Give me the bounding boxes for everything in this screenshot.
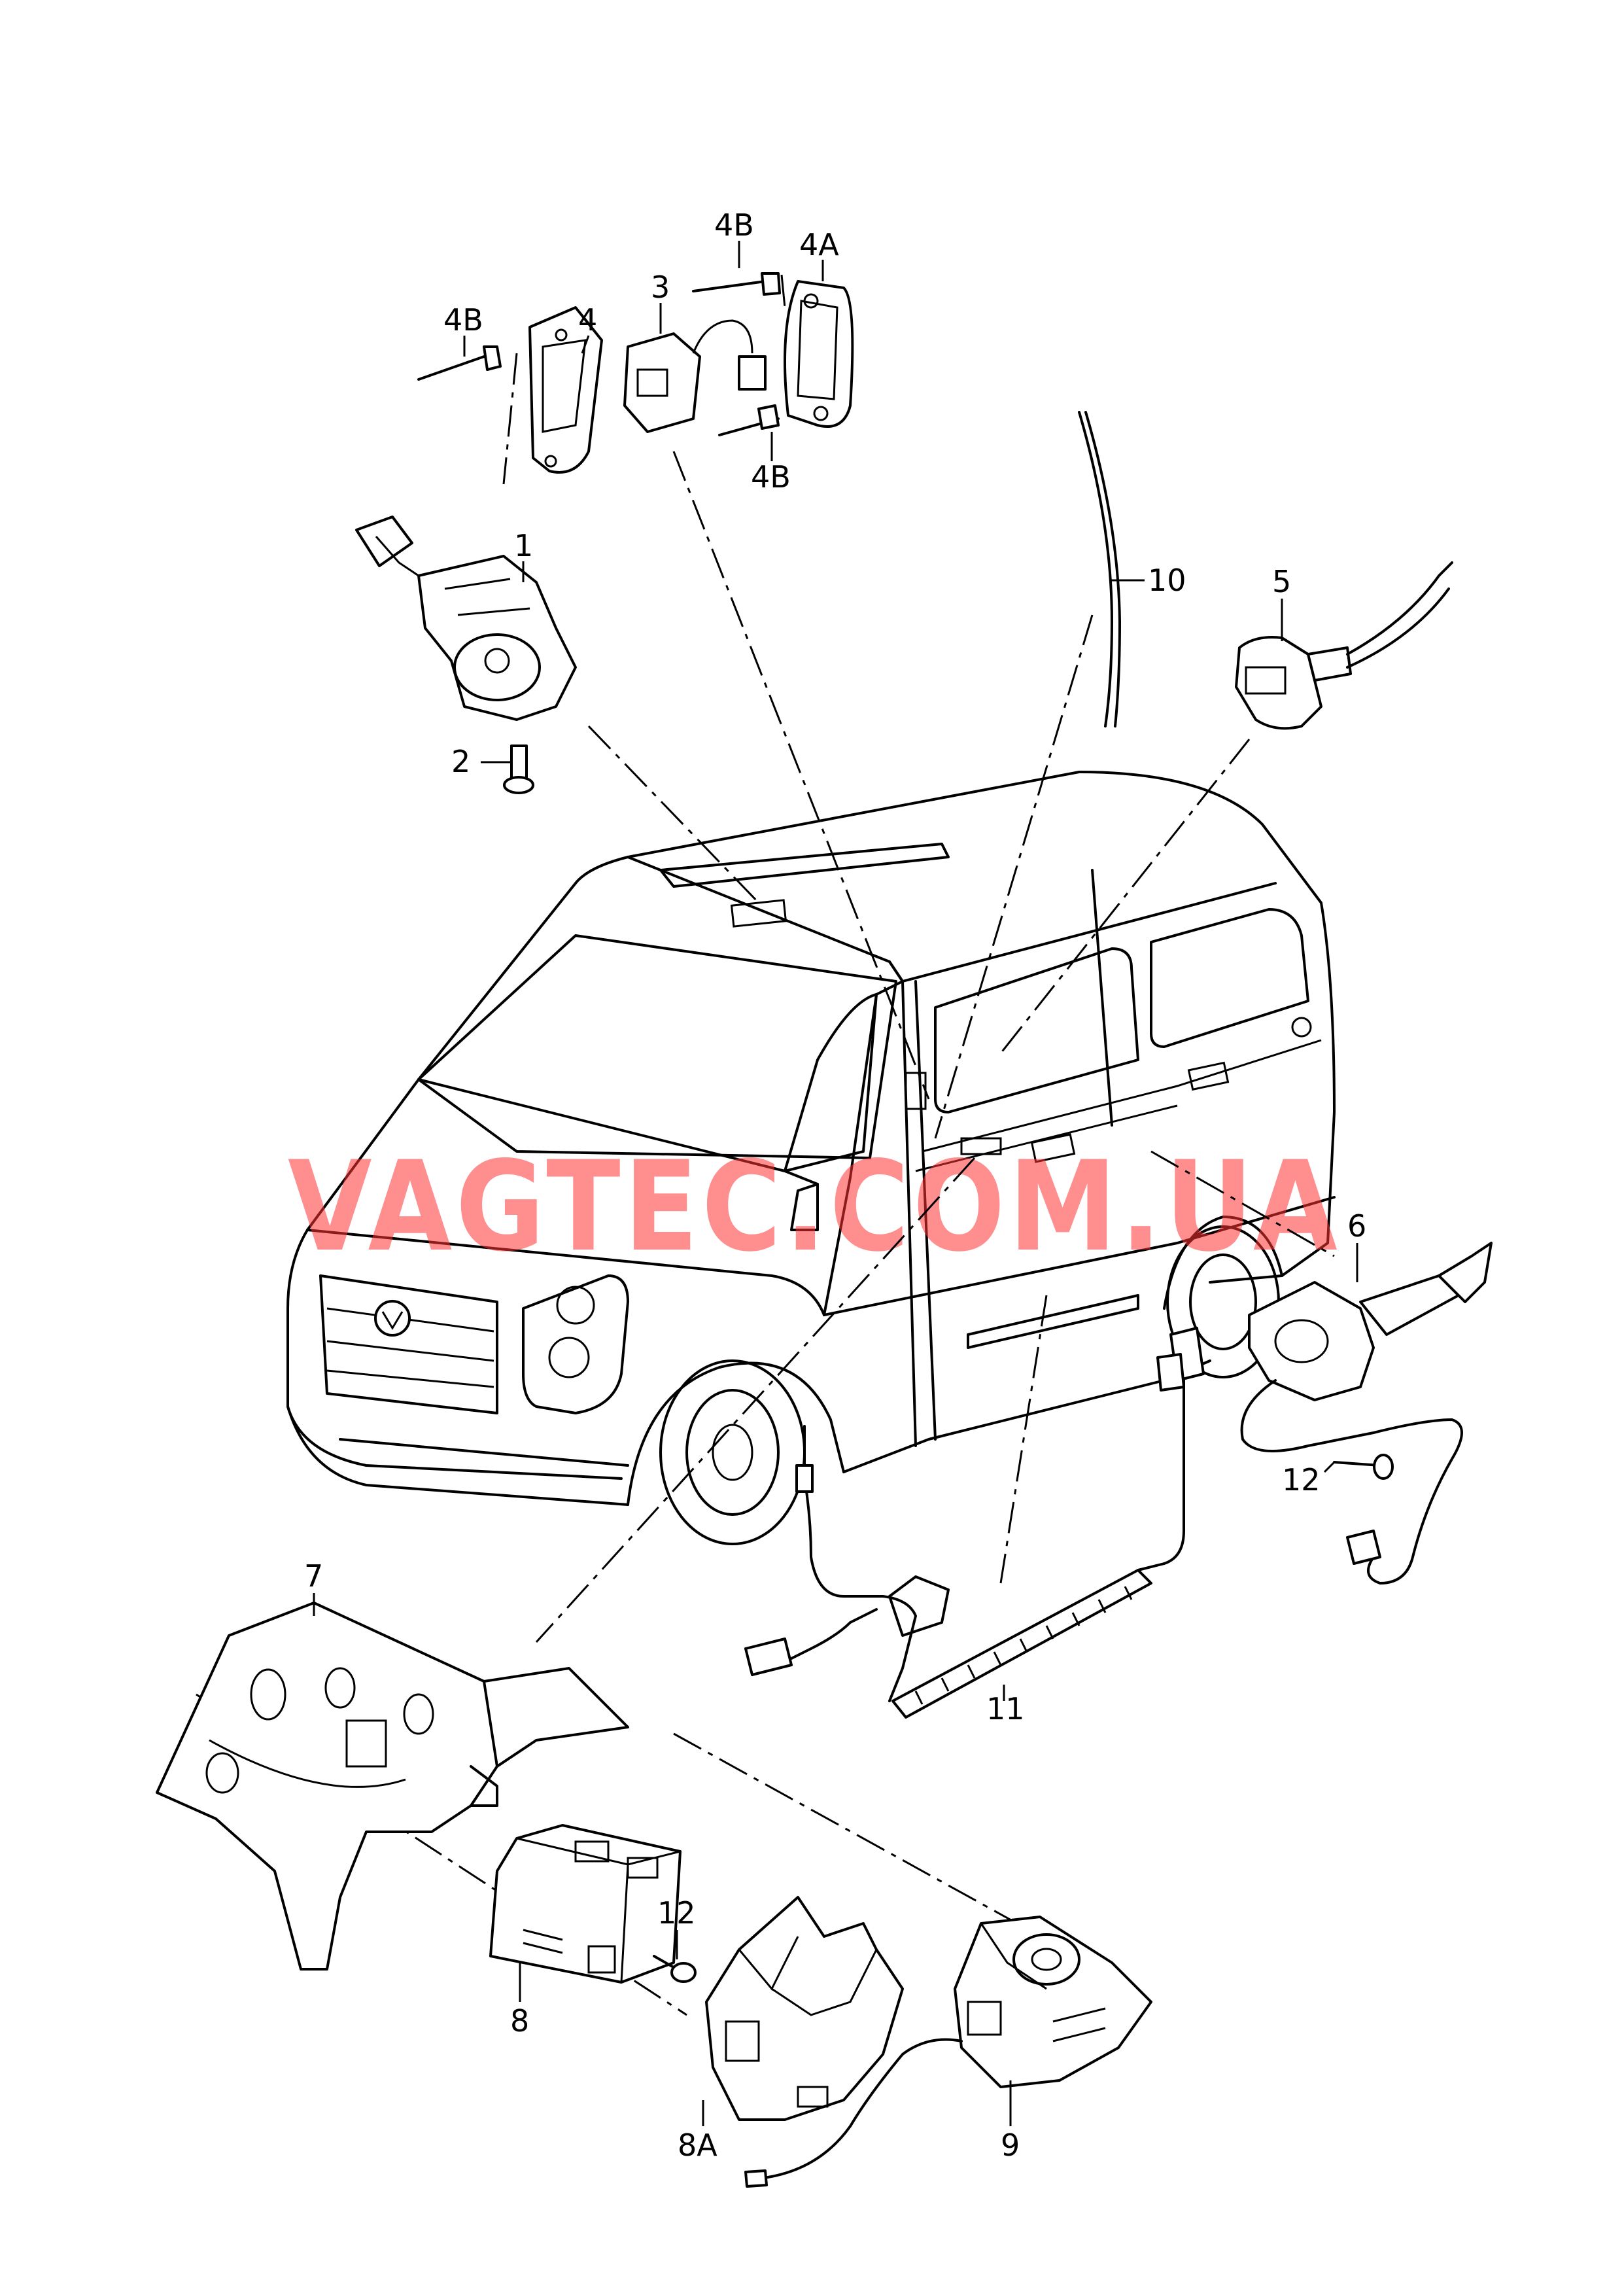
callout-4b-top: 4B xyxy=(714,207,754,243)
callout-3: 3 xyxy=(651,270,670,305)
part-3-switch xyxy=(623,319,767,433)
part-7-plate xyxy=(156,1602,629,1971)
callout-4: 4 xyxy=(578,302,597,338)
callout-10: 10 xyxy=(1148,563,1186,598)
callout-5: 5 xyxy=(1272,564,1291,599)
callout-6: 6 xyxy=(1347,1208,1366,1244)
part-4a-seal xyxy=(692,272,854,436)
part-10-strip xyxy=(1078,411,1121,727)
part-9-drive xyxy=(744,1916,1152,2188)
callout-labels: 4B 4 3 4B 4A 4B 1 2 10 5 6 12 7 11 12 8 … xyxy=(304,207,1366,2163)
part-6-actuator xyxy=(1240,1242,1493,1585)
callout-12-right: 12 xyxy=(1282,1462,1321,1498)
part-4-bracket xyxy=(417,306,603,485)
callout-12-bottom: 12 xyxy=(657,1895,696,1931)
callout-1: 1 xyxy=(514,528,533,563)
callout-8: 8 xyxy=(510,2003,529,2039)
callout-8a: 8A xyxy=(678,2128,717,2163)
callout-4a: 4A xyxy=(799,227,839,262)
part-8a-cover xyxy=(705,1896,904,2121)
watermark: VAGTEC.COM.UA xyxy=(288,1134,1341,1279)
callout-2: 2 xyxy=(451,744,470,779)
callout-9: 9 xyxy=(1001,2128,1020,2163)
part-8-control-unit xyxy=(489,1824,697,1984)
callout-lines xyxy=(313,241,1358,2126)
callout-4b-left: 4B xyxy=(443,302,483,338)
part-5-lock xyxy=(1235,561,1453,730)
part-11-harness xyxy=(744,1327,1205,1719)
callout-7: 7 xyxy=(304,1558,323,1594)
part-1-motor xyxy=(355,516,577,794)
callout-4b-bottom: 4B xyxy=(751,459,791,495)
callout-11: 11 xyxy=(986,1691,1025,1726)
